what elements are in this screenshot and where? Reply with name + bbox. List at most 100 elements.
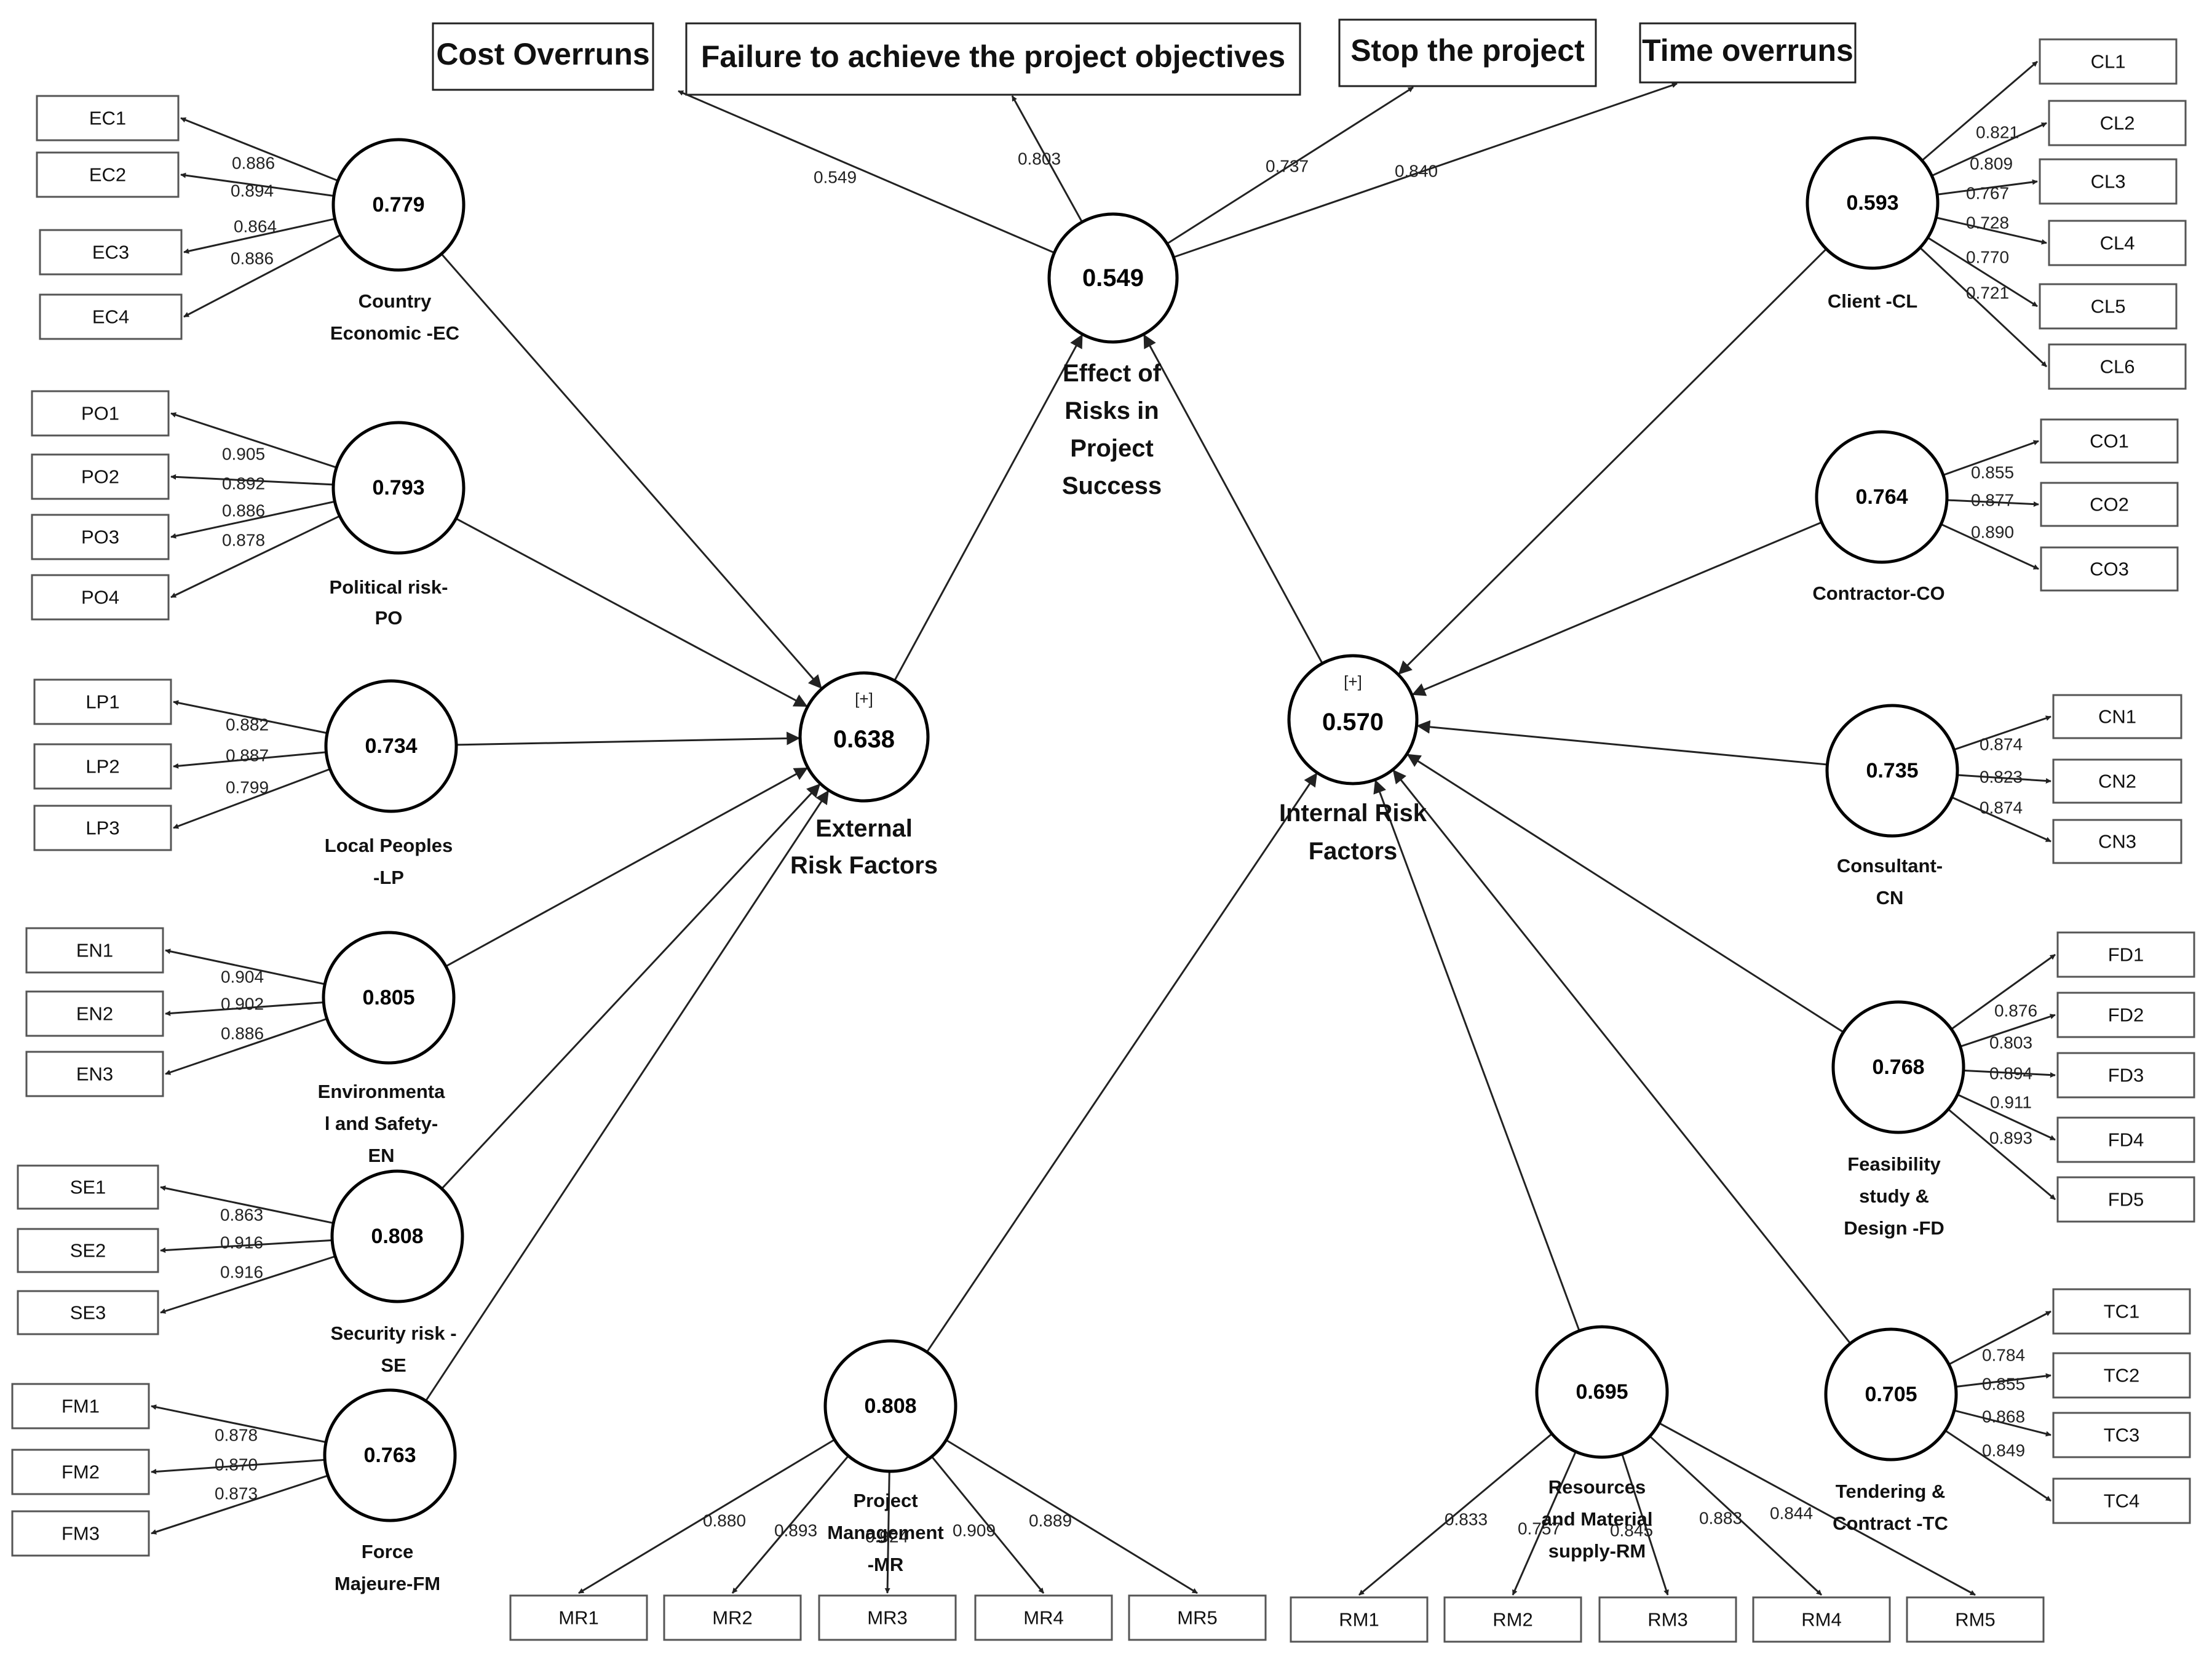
indicator-co3[interactable]: CO3: [2040, 546, 2179, 592]
construct-se[interactable]: 0.808: [330, 1169, 464, 1303]
loading-value-cl3: 0.767: [1966, 184, 2009, 203]
indicator-rm2[interactable]: RM2: [1443, 1596, 1582, 1643]
loading-value-cl1: 0.821: [1976, 123, 2019, 142]
construct-lp[interactable]: 0.734: [324, 679, 458, 813]
indicator-cn2[interactable]: CN2: [2052, 758, 2182, 804]
indicator-mr1[interactable]: MR1: [509, 1594, 648, 1641]
indicator-cn1[interactable]: CN1: [2052, 694, 2182, 739]
indicator-cl6[interactable]: CL6: [2048, 343, 2187, 390]
indicator-rm1[interactable]: RM1: [1290, 1596, 1429, 1643]
indicator-mr3[interactable]: MR3: [818, 1594, 957, 1641]
construct-cn[interactable]: 0.735: [1825, 704, 1959, 838]
indicator-co1[interactable]: CO1: [2040, 418, 2179, 464]
path-ext-to-eff: [894, 334, 1083, 682]
loading-value-se3: 0.916: [220, 1263, 263, 1282]
loading-line-en2: [165, 1001, 324, 1016]
loading-line-cn2: [1957, 774, 2051, 784]
indicator-cl5[interactable]: CL5: [2039, 283, 2178, 330]
indicator-po2[interactable]: PO2: [31, 453, 170, 500]
indicator-lp1[interactable]: LP1: [33, 678, 172, 725]
construct-tc[interactable]: 0.705: [1824, 1327, 1958, 1461]
indicator-lp3[interactable]: LP3: [33, 805, 172, 851]
indicator-mr5[interactable]: MR5: [1128, 1594, 1267, 1641]
indicator-ec1[interactable]: EC1: [36, 95, 180, 141]
construct-en[interactable]: 0.805: [322, 931, 456, 1065]
indicator-en1[interactable]: EN1: [25, 927, 164, 974]
indicator-fd4[interactable]: FD4: [2056, 1116, 2195, 1163]
construct-co[interactable]: 0.764: [1815, 430, 1949, 564]
expand-toggle[interactable]: [+]: [855, 690, 873, 708]
construct-ext[interactable]: [+]0.638: [798, 671, 930, 803]
indicator-ec2[interactable]: EC2: [36, 151, 180, 198]
indicator-mr2[interactable]: MR2: [663, 1594, 802, 1641]
indicator-ec4[interactable]: EC4: [39, 293, 183, 340]
construct-po[interactable]: 0.793: [331, 421, 466, 555]
indicator-se1[interactable]: SE1: [17, 1164, 159, 1210]
indicator-tc4[interactable]: TC4: [2052, 1477, 2191, 1524]
loading-value-tc1: 0.784: [1982, 1346, 2025, 1365]
construct-circle: [1535, 1325, 1669, 1459]
construct-rm[interactable]: 0.695: [1535, 1325, 1669, 1459]
indicator-en2[interactable]: EN2: [25, 990, 164, 1037]
outcome-time-overruns[interactable]: Time overruns: [1639, 22, 1857, 84]
construct-label-line: Environmenta: [318, 1081, 445, 1102]
indicator-fm1[interactable]: FM1: [11, 1383, 150, 1429]
expand-toggle[interactable]: [+]: [1344, 672, 1362, 691]
indicator-rm5[interactable]: RM5: [1906, 1596, 2045, 1643]
loading-value-rm1: 0.833: [1445, 1510, 1488, 1529]
loading-line-cl6: [1919, 247, 2048, 368]
indicator-po1[interactable]: PO1: [31, 390, 170, 437]
construct-fm[interactable]: 0.763: [323, 1388, 457, 1522]
indicator-cl2[interactable]: CL2: [2048, 100, 2187, 146]
construct-ec[interactable]: 0.779: [331, 138, 466, 272]
indicator-lp2[interactable]: LP2: [33, 743, 172, 790]
indicator-cl4[interactable]: CL4: [2048, 220, 2187, 266]
indicator-tc2[interactable]: TC2: [2052, 1352, 2191, 1399]
construct-int[interactable]: [+]0.570: [1287, 654, 1419, 785]
indicator-po3[interactable]: PO3: [31, 514, 170, 560]
indicator-fd5[interactable]: FD5: [2056, 1176, 2195, 1223]
indicator-mr4[interactable]: MR4: [974, 1594, 1113, 1641]
indicator-fd3[interactable]: FD3: [2056, 1052, 2195, 1099]
indicator-se3[interactable]: SE3: [17, 1290, 159, 1335]
outcome-failure-to-achieve-the-project-objectives[interactable]: Failure to achieve the project objective…: [685, 22, 1301, 96]
indicator-fm3[interactable]: FM3: [11, 1510, 150, 1557]
construct-label-line: Contract -TC: [1833, 1513, 1948, 1534]
construct-circle: [798, 671, 930, 803]
outcome-loading-cost-overruns: 0.549: [814, 168, 857, 187]
indicator-en3[interactable]: EN3: [25, 1051, 164, 1097]
indicator-tc3[interactable]: TC3: [2052, 1412, 2191, 1458]
construct-circle: [1824, 1327, 1958, 1461]
indicator-co2[interactable]: CO2: [2040, 482, 2179, 527]
loading-value-cl2: 0.809: [1970, 154, 2013, 173]
loading-value-po3: 0.886: [222, 501, 265, 520]
indicator-box: [1443, 1596, 1582, 1643]
indicator-po4[interactable]: PO4: [31, 574, 170, 621]
loading-line-mr5: [945, 1439, 1198, 1594]
indicator-box: [11, 1383, 150, 1429]
indicator-tc1[interactable]: TC1: [2052, 1288, 2191, 1335]
outcome-cost-overruns[interactable]: Cost Overruns: [432, 22, 654, 91]
indicator-rm4[interactable]: RM4: [1752, 1596, 1891, 1643]
construct-eff[interactable]: 0.549: [1047, 212, 1179, 344]
indicator-fd2[interactable]: FD2: [2056, 992, 2195, 1038]
outcome-stop-the-project[interactable]: Stop the project: [1338, 18, 1597, 87]
indicator-se2[interactable]: SE2: [17, 1228, 159, 1273]
indicator-cl1[interactable]: CL1: [2039, 38, 2178, 85]
indicator-box: [2048, 343, 2187, 390]
indicator-name: MR2: [712, 1607, 752, 1629]
indicator-name: FM2: [61, 1461, 100, 1483]
loading-value-po4: 0.878: [222, 531, 265, 550]
construct-mr[interactable]: 0.808: [823, 1339, 957, 1473]
indicator-cn3[interactable]: CN3: [2052, 819, 2182, 864]
construct-label-tc: Tendering &Contract -TC: [1833, 1481, 1948, 1534]
indicator-box: [11, 1510, 150, 1557]
indicator-rm3[interactable]: RM3: [1598, 1596, 1737, 1643]
indicator-box: [2052, 1412, 2191, 1458]
construct-cl[interactable]: 0.593: [1806, 136, 1940, 270]
construct-fd[interactable]: 0.768: [1831, 1000, 1965, 1134]
indicator-fm2[interactable]: FM2: [11, 1449, 150, 1495]
indicator-ec3[interactable]: EC3: [39, 229, 183, 276]
indicator-fd1[interactable]: FD1: [2056, 931, 2195, 978]
indicator-cl3[interactable]: CL3: [2039, 158, 2178, 205]
